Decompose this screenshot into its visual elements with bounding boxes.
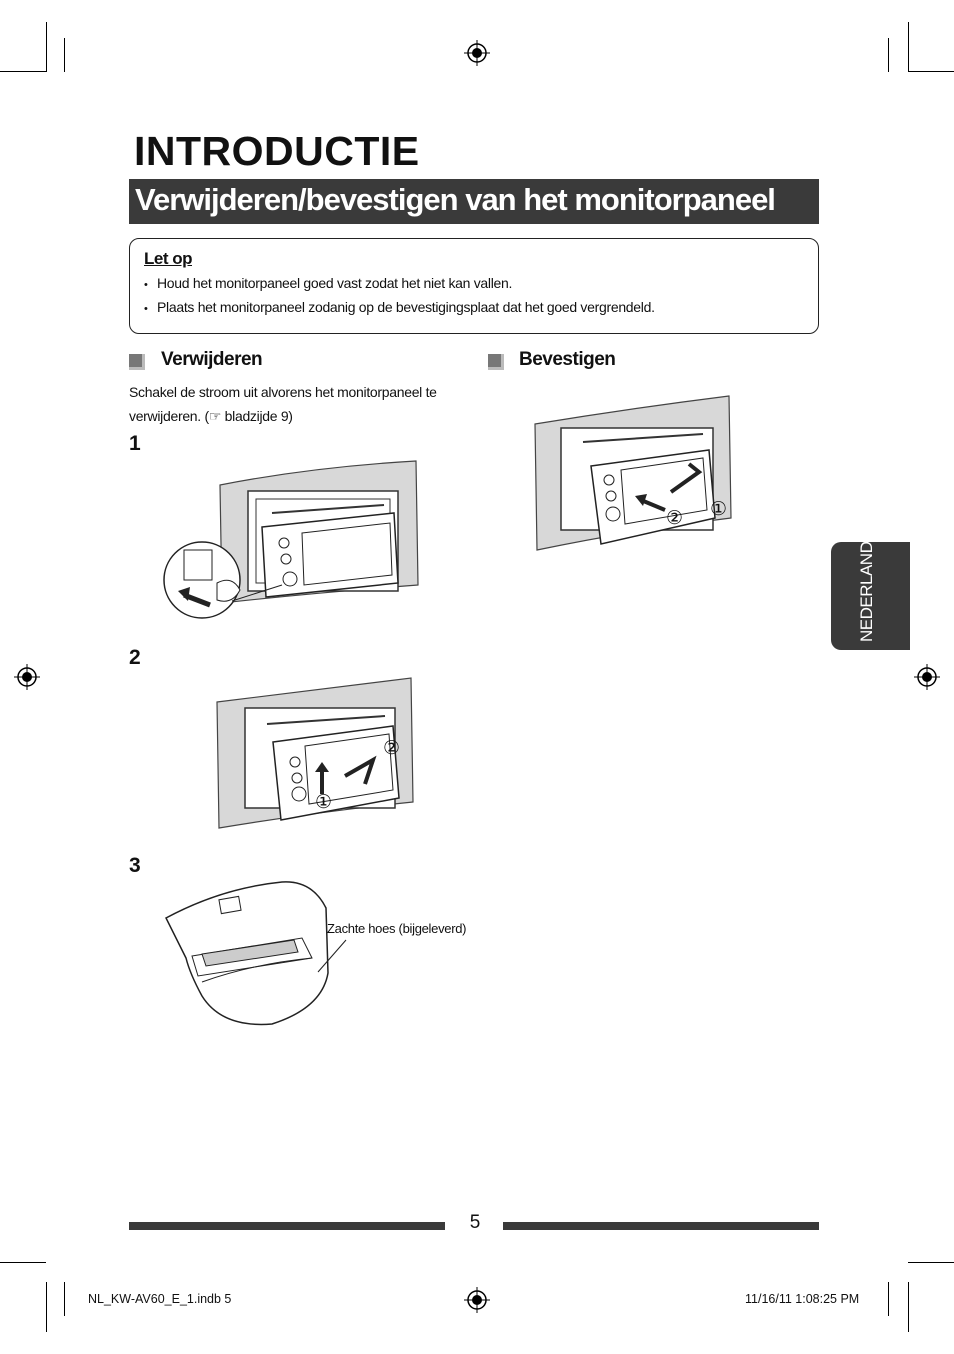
remove-heading: Verwijderen (161, 349, 263, 370)
crop-mark (908, 22, 909, 72)
caution-title: Let op (144, 249, 193, 268)
footer-rule (503, 1222, 819, 1230)
step1-illustration (163, 460, 419, 619)
section-square-icon (488, 354, 504, 370)
callout-1: ① (315, 792, 333, 813)
crop-mark (0, 1262, 46, 1263)
page-number: 5 (469, 1212, 481, 1233)
caution-item: Houd het monitorpaneel goed vast zodat h… (144, 275, 655, 299)
chapter-title: INTRODUCTIE (134, 128, 420, 174)
crop-mark (46, 1282, 47, 1332)
section-title: Verwijderen/bevestigen van het monitorpa… (135, 182, 776, 217)
attach-illustration (534, 395, 732, 551)
print-timestamp: 11/16/11 1:08:25 PM (745, 1292, 860, 1306)
section-square-icon (129, 354, 145, 370)
crop-mark (888, 1282, 889, 1316)
registration-mark-icon (914, 664, 940, 690)
crop-mark (888, 38, 889, 72)
crop-mark (64, 38, 65, 72)
caution-item: Plaats het monitorpaneel zodanig op de b… (144, 299, 655, 323)
caution-list: Houd het monitorpaneel goed vast zodat h… (144, 275, 655, 323)
crop-mark (46, 22, 47, 72)
caution-box: Let op Houd het monitorpaneel goed vast … (129, 238, 819, 334)
remove-instruction-line: Schakel de stroom uit alvorens het monit… (129, 384, 437, 400)
registration-mark-icon (464, 40, 490, 66)
step-number: 3 (129, 854, 141, 877)
callout-1: ① (710, 499, 728, 520)
callout-2: ② (666, 508, 684, 529)
footer-rule (129, 1222, 445, 1230)
crop-mark (0, 71, 46, 72)
section-title-bar: Verwijderen/bevestigen van het monitorpa… (129, 179, 819, 224)
callout-2: ② (383, 738, 401, 759)
step2-illustration (216, 677, 414, 829)
registration-mark-icon (464, 1287, 490, 1313)
print-file-name: NL_KW-AV60_E_1.indb 5 (88, 1292, 232, 1306)
attach-heading: Bevestigen (519, 349, 616, 370)
crop-mark (908, 1262, 954, 1263)
remove-instruction-line: verwijderen. (☞ bladzijde 9) (129, 408, 293, 424)
registration-mark-icon (14, 664, 40, 690)
crop-mark (908, 71, 954, 72)
remove-instruction: Schakel de stroom uit alvorens het monit… (129, 380, 459, 428)
soft-case-label: Zachte hoes (bijgeleverd) (327, 921, 467, 936)
language-tab: NEDERLANDS (831, 531, 910, 650)
step-number: 2 (129, 646, 141, 669)
step3-illustration (165, 881, 329, 1026)
crop-mark (64, 1282, 65, 1316)
leader-line (317, 939, 347, 973)
crop-mark (908, 1282, 909, 1332)
language-tab-label: NEDERLANDS (857, 530, 876, 642)
step-number: 1 (129, 432, 141, 455)
